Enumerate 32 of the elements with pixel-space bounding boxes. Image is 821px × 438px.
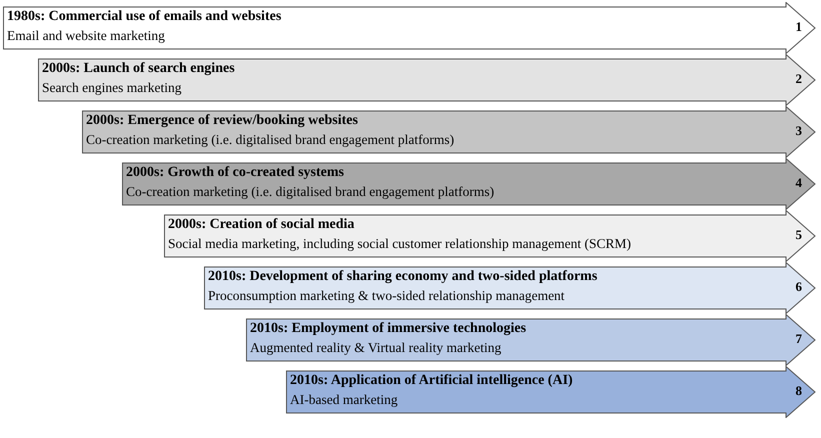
timeline-banner <box>122 158 816 210</box>
step-description: Search engines marketing <box>42 80 182 96</box>
step-heading: 2010s: Development of sharing economy and two-sided platforms <box>208 269 598 285</box>
step-heading: 2010s: Employment of immersive technologies <box>250 321 526 337</box>
step-heading: 1980s: Commercial use of emails and websites <box>7 9 282 25</box>
step-description: Co-creation marketing (i.e. digitalised brand engagement platforms) <box>86 132 454 148</box>
timeline-banner <box>164 210 816 262</box>
step-number: 7 <box>796 331 802 347</box>
timeline-banner <box>82 106 816 158</box>
step-number: 6 <box>796 279 802 295</box>
step-heading: 2000s: Launch of search engines <box>42 61 235 77</box>
timeline-banner <box>286 366 816 418</box>
step-heading: 2000s: Emergence of review/booking websites <box>86 113 358 129</box>
step-number: 4 <box>796 175 802 191</box>
timeline-banner <box>3 2 816 54</box>
timeline-banner <box>246 314 816 366</box>
step-heading: 2010s: Application of Artificial intelligence (AI) <box>290 373 573 389</box>
step-number: 5 <box>796 227 802 243</box>
step-description: Proconsumption marketing & two-sided relationship management <box>208 288 565 304</box>
timeline-banner <box>38 54 816 106</box>
step-number: 1 <box>796 19 802 35</box>
step-number: 2 <box>796 71 802 87</box>
step-heading: 2000s: Creation of social media <box>168 217 354 233</box>
step-description: Co-creation marketing (i.e. digitalised brand engagement platforms) <box>126 184 494 200</box>
step-number: 3 <box>796 123 802 139</box>
step-heading: 2000s: Growth of co-created systems <box>126 165 344 181</box>
step-description: Email and website marketing <box>7 28 165 44</box>
step-description: Augmented reality & Virtual reality marketing <box>250 340 502 356</box>
step-description: Social media marketing, including social customer relationship management (SCRM) <box>168 236 632 252</box>
timeline-banner <box>204 262 816 314</box>
step-number: 8 <box>796 383 802 399</box>
step-description: AI-based marketing <box>290 392 398 408</box>
